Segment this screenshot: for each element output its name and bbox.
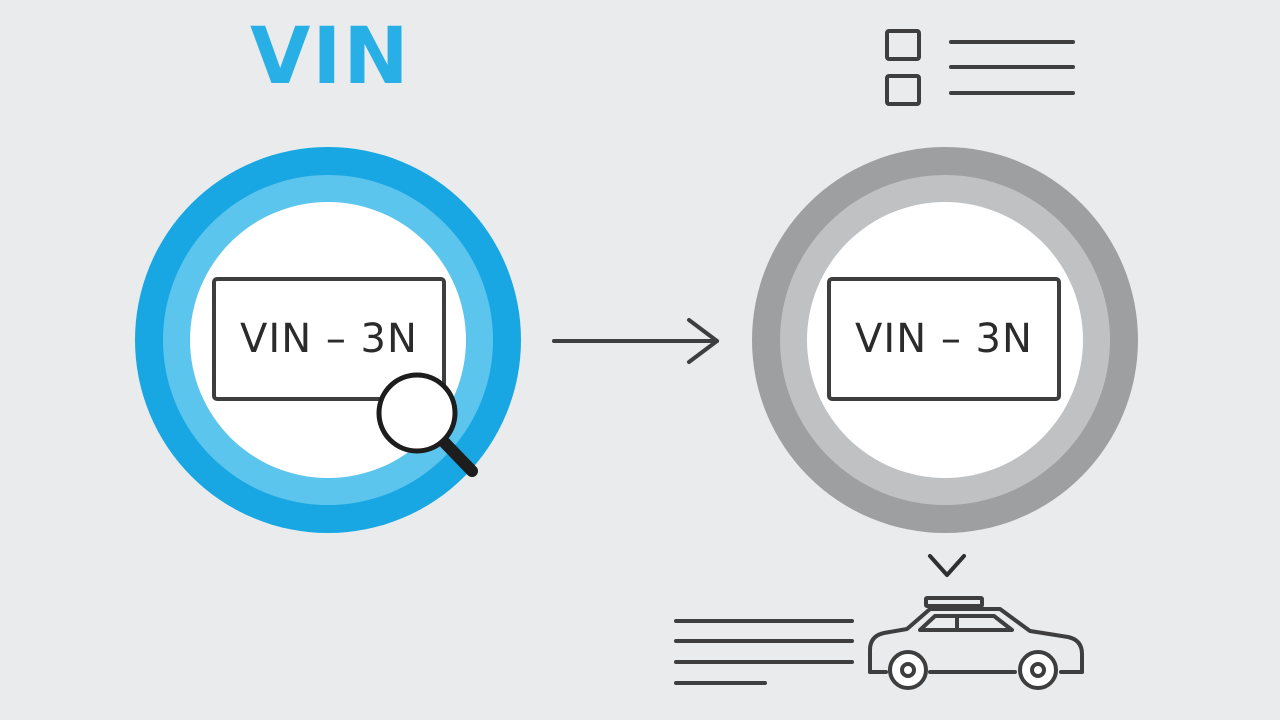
speed-lines [674, 619, 854, 685]
result-vin-plate-text: VIN – 3N [855, 316, 1033, 362]
page-title: VIN [250, 12, 411, 102]
document-list-icon [885, 29, 1075, 106]
car-icon [868, 596, 1084, 690]
arrow-right-icon [552, 318, 719, 364]
magnifier-icon [376, 372, 478, 477]
chevron-down-icon [928, 554, 966, 577]
source-vin-plate-text: VIN – 3N [240, 316, 418, 362]
result-vin-plate: VIN – 3N [827, 277, 1061, 401]
